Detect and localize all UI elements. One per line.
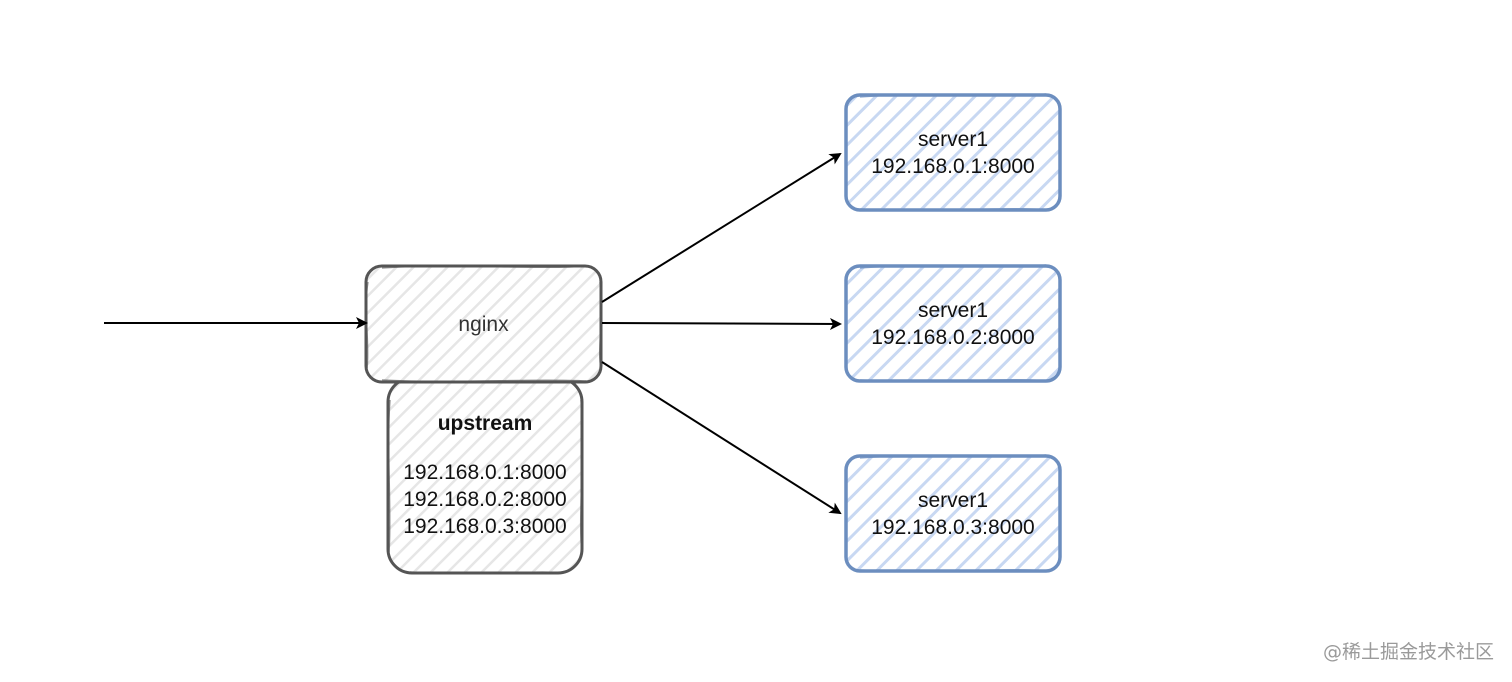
server-node-2: server1 192.168.0.2:8000 [846,266,1060,381]
upstream-entry: 192.168.0.1:8000 [403,461,567,484]
arrow-to-server-3 [601,361,842,515]
server-box-1 [844,93,1062,212]
server-name: server1 [917,127,989,151]
upstream-entry: 192.168.0.2:8000 [403,488,567,511]
arrow-to-server-1 [601,152,842,303]
upstream-title: upstream [437,412,533,435]
server-address: 192.168.0.3:8000 [871,515,1035,539]
nginx-node: nginx [366,266,601,382]
upstream-entry: 192.168.0.3:8000 [403,515,567,538]
arrow-to-server-2 [601,317,842,330]
server-address: 192.168.0.1:8000 [871,154,1035,178]
server-node-3: server1 192.168.0.3:8000 [846,456,1060,571]
nginx-box [364,264,603,384]
server-name: server1 [917,298,989,322]
nginx-label: nginx [458,312,509,336]
upstream-node: upstream 192.168.0.1:8000 192.168.0.2:80… [388,378,582,573]
server-node-1: server1 192.168.0.1:8000 [846,95,1060,210]
server-address: 192.168.0.2:8000 [871,325,1035,349]
server-name: server1 [917,488,989,512]
watermark: @稀土掘金技术社区 [1322,641,1494,663]
server-box-3 [844,454,1062,573]
server-box-2 [844,264,1062,383]
